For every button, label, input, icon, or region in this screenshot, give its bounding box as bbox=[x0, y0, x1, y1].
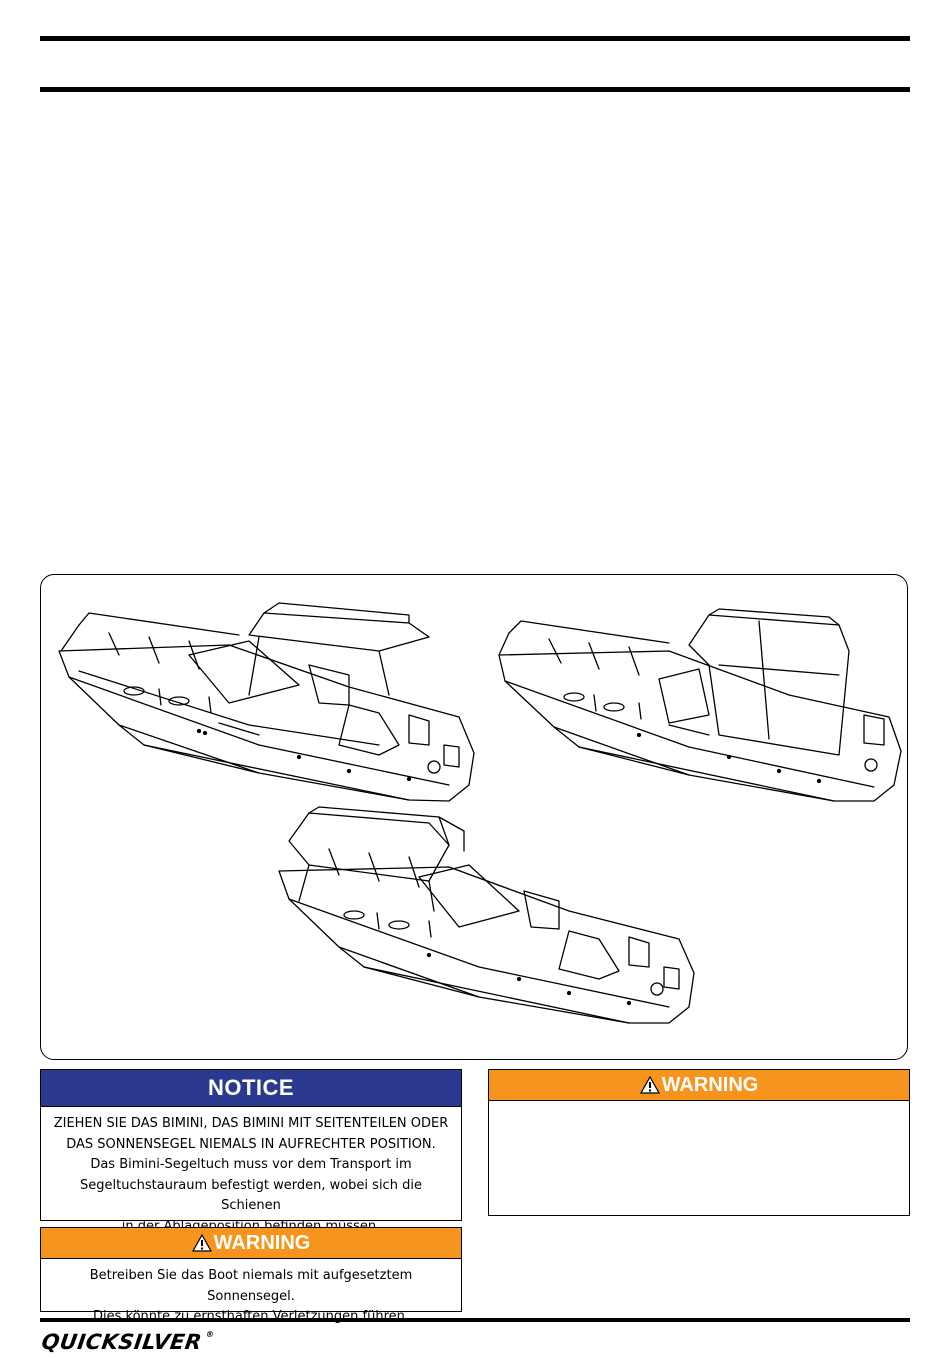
notice-line: ZIEHEN SIE DAS BIMINI, DAS BIMINI MIT SE… bbox=[53, 1116, 449, 1131]
footer-rule bbox=[40, 1318, 910, 1322]
warning-heading-right: WARNING bbox=[489, 1070, 909, 1101]
warning-box-right: WARNING bbox=[488, 1069, 910, 1216]
notice-box: NOTICE ZIEHEN SIE DAS BIMINI, DAS BIMINI… bbox=[40, 1069, 462, 1234]
registered-mark: ® bbox=[205, 1330, 215, 1339]
boat-figure-frame bbox=[40, 574, 908, 1060]
header-rule-top bbox=[40, 36, 910, 41]
brand-name: QUICKSILVER bbox=[40, 1330, 204, 1354]
boat-sunshade-illustration bbox=[278, 806, 695, 1024]
notice-text: ZIEHEN SIE DAS BIMINI, DAS BIMINI MIT SE… bbox=[41, 1107, 461, 1237]
notice-line: DAS SONNENSEGEL NIEMALS IN AUFRECHTER PO… bbox=[66, 1136, 436, 1152]
warning-box-left: WARNING Betreiben Sie das Boot niemals m… bbox=[40, 1227, 462, 1324]
notice-heading: NOTICE bbox=[41, 1070, 461, 1107]
header-rule-bottom bbox=[40, 87, 910, 92]
quicksilver-logo: QUICKSILVER® bbox=[40, 1330, 215, 1354]
warning-triangle-icon bbox=[191, 1234, 212, 1252]
notice-line: Das Bimini-Segeltuch muss vor dem Transp… bbox=[90, 1157, 412, 1172]
boat-bimini-illustration bbox=[58, 602, 475, 802]
warning-text-right bbox=[489, 1101, 909, 1108]
notice-line: Segeltuchstauraum befestigt werden, wobe… bbox=[80, 1177, 422, 1214]
warning-heading-text: WARNING bbox=[213, 1231, 311, 1254]
warning-heading-text: WARNING bbox=[661, 1073, 759, 1096]
warning-triangle-icon bbox=[639, 1076, 660, 1094]
warning-line: Betreiben Sie das Boot niemals mit aufge… bbox=[89, 1268, 413, 1304]
boat-enclosure-illustration bbox=[498, 608, 902, 802]
warning-heading-left: WARNING bbox=[41, 1228, 461, 1259]
